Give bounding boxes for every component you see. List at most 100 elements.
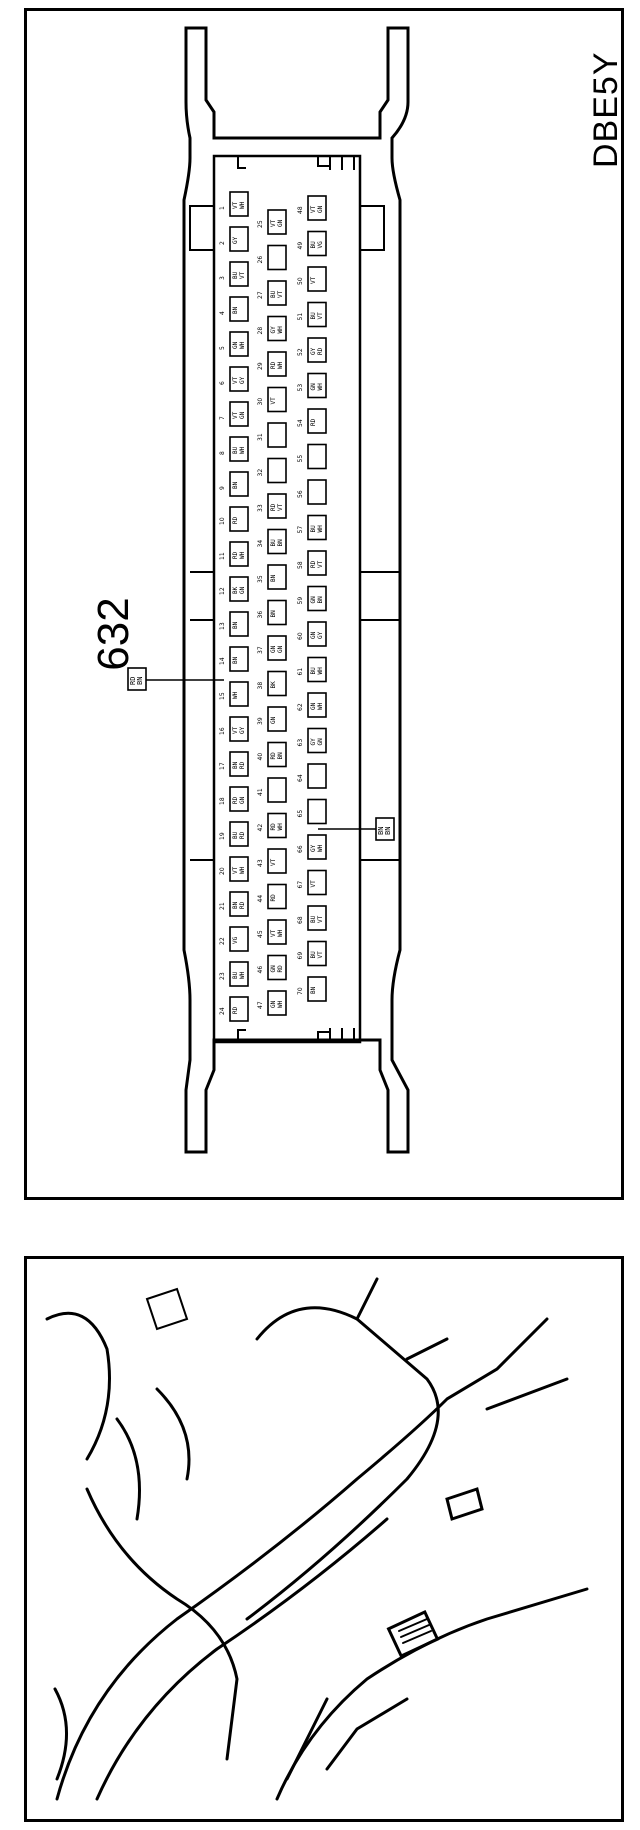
- wire-color-code: BU: [310, 915, 317, 923]
- wire-color-code: BU: [232, 271, 239, 279]
- wire-color-code: BN: [270, 574, 277, 582]
- connector-location-marker: [386, 1609, 440, 1659]
- pin-cavity: [267, 990, 287, 1016]
- pin-number: 26: [257, 256, 264, 264]
- wire-color-code: VT: [310, 880, 317, 888]
- pin-cavity: [307, 301, 327, 328]
- pin-number: 68: [297, 916, 304, 924]
- wire-color-code: VT: [232, 726, 239, 734]
- pin-number: 39: [257, 717, 264, 725]
- pin-cell: 54 RD: [297, 408, 327, 434]
- wire-color-code: GN: [310, 702, 317, 710]
- wire-color-code: GN: [317, 205, 324, 213]
- wire-color-code: RD: [232, 551, 239, 559]
- wire-color-code: BU: [310, 241, 317, 249]
- location-panel: [24, 1256, 624, 1822]
- pin-cavity: [229, 261, 249, 287]
- pin-number: 54: [297, 419, 304, 427]
- wire-color-code: WH: [317, 383, 324, 391]
- wire-color-code: BN: [317, 596, 324, 604]
- pin-cavity: [307, 905, 327, 931]
- pin-cavity: [229, 541, 249, 567]
- pin-number: 51: [297, 313, 304, 321]
- wire-color-code: RD: [270, 823, 277, 831]
- pin-cavity: [307, 266, 327, 292]
- wire-color-code: WH: [232, 691, 239, 699]
- pin-cavity: [307, 195, 327, 221]
- vent-outline: [45, 1311, 111, 1461]
- pin-cavity: [307, 834, 327, 860]
- pin-cavity: [267, 280, 287, 306]
- pin-number: 61: [297, 668, 304, 676]
- pin-cavity: [307, 408, 327, 434]
- wire-color-code: WH: [239, 866, 246, 874]
- pin-number: 44: [257, 895, 264, 903]
- pin-cavity: [307, 692, 327, 718]
- wire-color-code: RD: [239, 831, 246, 839]
- pin-cavity: [307, 869, 327, 896]
- pin-number: 18: [219, 797, 226, 805]
- wire-color-code: RD: [232, 516, 239, 524]
- wire-color-code: GY: [310, 844, 317, 852]
- wire-color-code: WH: [317, 702, 324, 710]
- pin-number: 25: [257, 220, 264, 228]
- pin-number: 15: [219, 692, 226, 700]
- wire-color-code: VG: [232, 936, 239, 944]
- pin-cavity: [229, 681, 249, 707]
- callout-box: [127, 667, 147, 691]
- wire-color-code: RD: [232, 796, 239, 804]
- pin-cell: 56: [297, 479, 327, 505]
- wire-color-code: BU: [310, 951, 317, 959]
- pin-cavity: [267, 564, 287, 590]
- pin-number: 6: [219, 381, 226, 385]
- wire-color-code: WH: [277, 361, 284, 369]
- pin-cavity: [229, 331, 249, 357]
- pin-number: 7: [219, 416, 226, 420]
- pin-cavity: [267, 883, 287, 910]
- wire-color-code: GN: [270, 1000, 277, 1008]
- bracket-outline: [285, 1697, 409, 1781]
- pin-number: 28: [257, 327, 264, 335]
- pin-number: 59: [297, 597, 304, 605]
- wire-color-code: BN: [277, 539, 284, 547]
- empty-cavity: [307, 798, 327, 825]
- pin-cavity: [229, 961, 249, 987]
- wire-color-code: BN: [270, 610, 277, 618]
- pin-number: 10: [219, 517, 226, 525]
- wire-color-code: BU: [310, 312, 317, 320]
- wire-color-code: BN: [232, 481, 239, 489]
- pin-number: 40: [257, 753, 264, 761]
- wire-color-code: VT: [232, 866, 239, 874]
- wire-color-code: RD: [270, 503, 277, 511]
- pin-cavity: [229, 996, 249, 1022]
- wire-color-code: RD: [310, 418, 317, 426]
- wire-color-code: BU: [232, 831, 239, 839]
- pin-cell: 10 RD: [219, 506, 249, 532]
- pin-cell: 64: [297, 763, 327, 789]
- pin-number: 69: [297, 952, 304, 960]
- pin-cavity: [267, 635, 287, 661]
- pin-cavity: [307, 372, 327, 399]
- wire-color-code: VT: [270, 219, 277, 227]
- wire-color-code: BN: [232, 306, 239, 314]
- pin-cell: 32: [257, 457, 287, 484]
- fastener-outline: [145, 1287, 189, 1331]
- pin-cell: 65: [297, 798, 327, 825]
- connector-hatching: [398, 1618, 432, 1644]
